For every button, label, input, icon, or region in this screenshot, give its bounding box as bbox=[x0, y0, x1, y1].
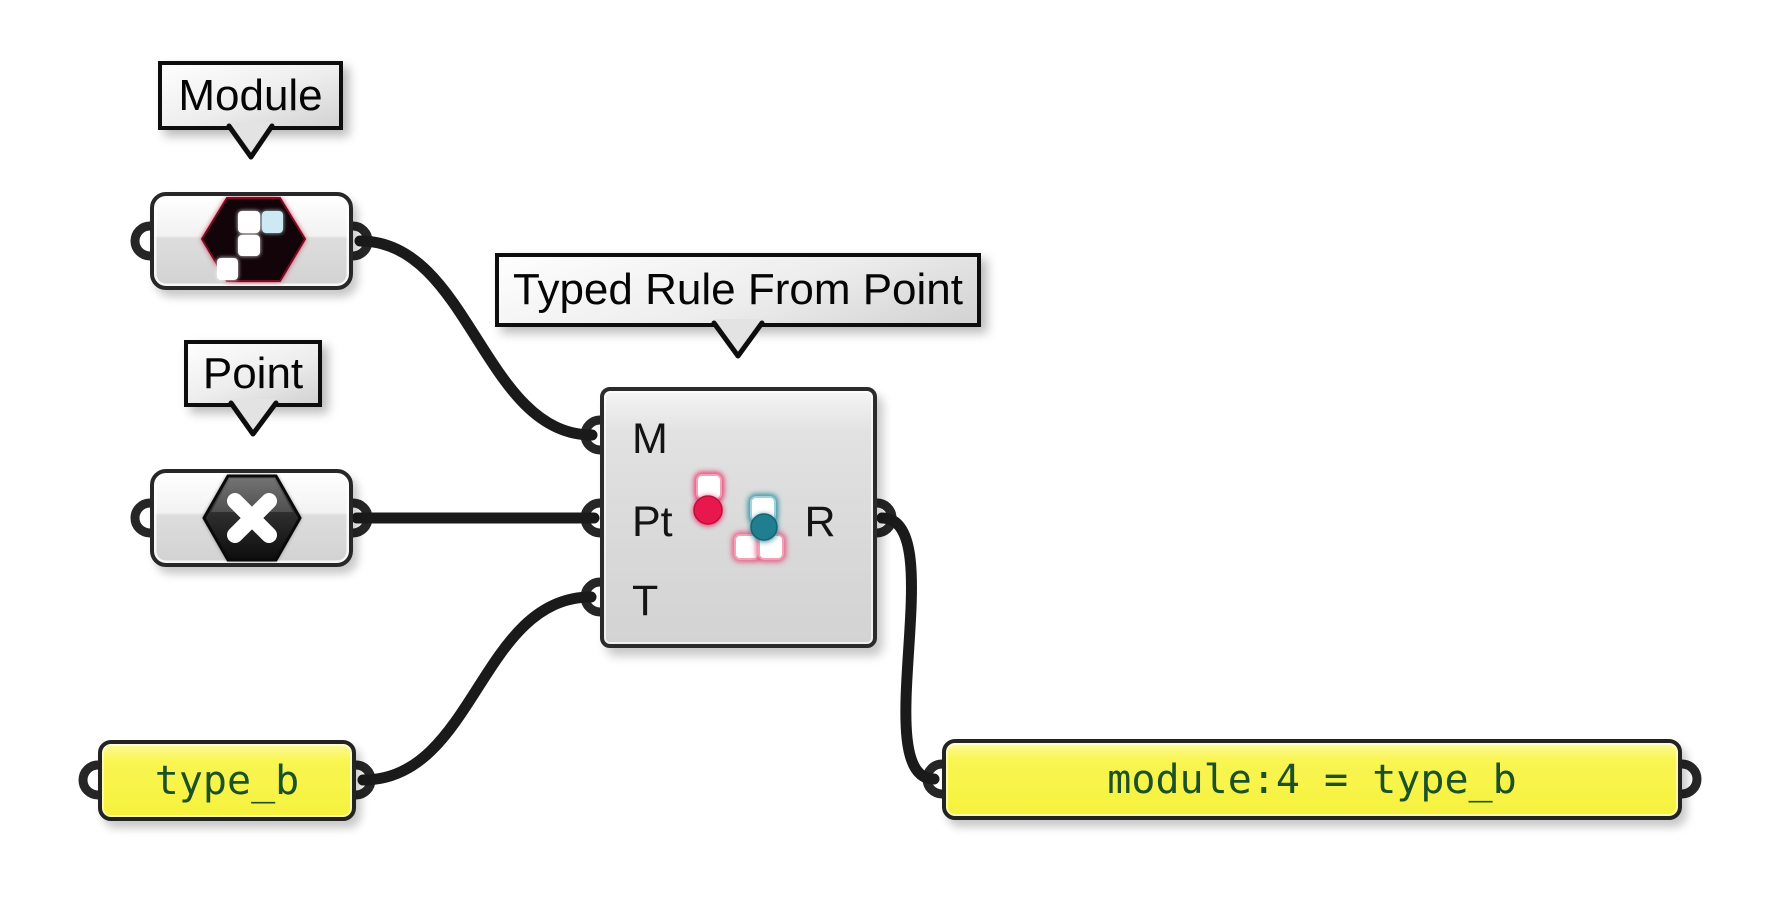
result-panel-text: module:4 = type_b bbox=[1107, 756, 1517, 803]
type-panel-text: type_b bbox=[154, 757, 300, 804]
module-tooltip-label: Module bbox=[178, 70, 323, 120]
typed-rule-tooltip: Typed Rule From Point bbox=[495, 253, 981, 327]
input-label-m: M bbox=[632, 415, 668, 463]
typed-rule-from-point-component[interactable]: M Pt T R bbox=[600, 387, 877, 648]
input-label-t: T bbox=[632, 577, 659, 625]
module-hexagon-icon bbox=[200, 197, 307, 282]
typed-rule-tooltip-label: Typed Rule From Point bbox=[513, 265, 963, 314]
point-tooltip-label: Point bbox=[202, 348, 304, 398]
rule-from-point-icon bbox=[693, 472, 786, 562]
wire-r-to-resultpanel[interactable] bbox=[876, 512, 940, 785]
wire-typepanel-to-t[interactable] bbox=[357, 591, 597, 786]
result-panel[interactable]: module:4 = type_b bbox=[942, 739, 1682, 820]
point-tooltip: Point bbox=[184, 340, 322, 407]
type-panel[interactable]: type_b bbox=[98, 740, 356, 821]
output-label-r: R bbox=[804, 498, 836, 546]
module-component[interactable] bbox=[150, 192, 353, 290]
point-hexagon-x-icon bbox=[202, 474, 302, 562]
point-component[interactable] bbox=[150, 469, 353, 567]
input-label-pt: Pt bbox=[632, 498, 673, 546]
module-tooltip: Module bbox=[158, 61, 343, 130]
